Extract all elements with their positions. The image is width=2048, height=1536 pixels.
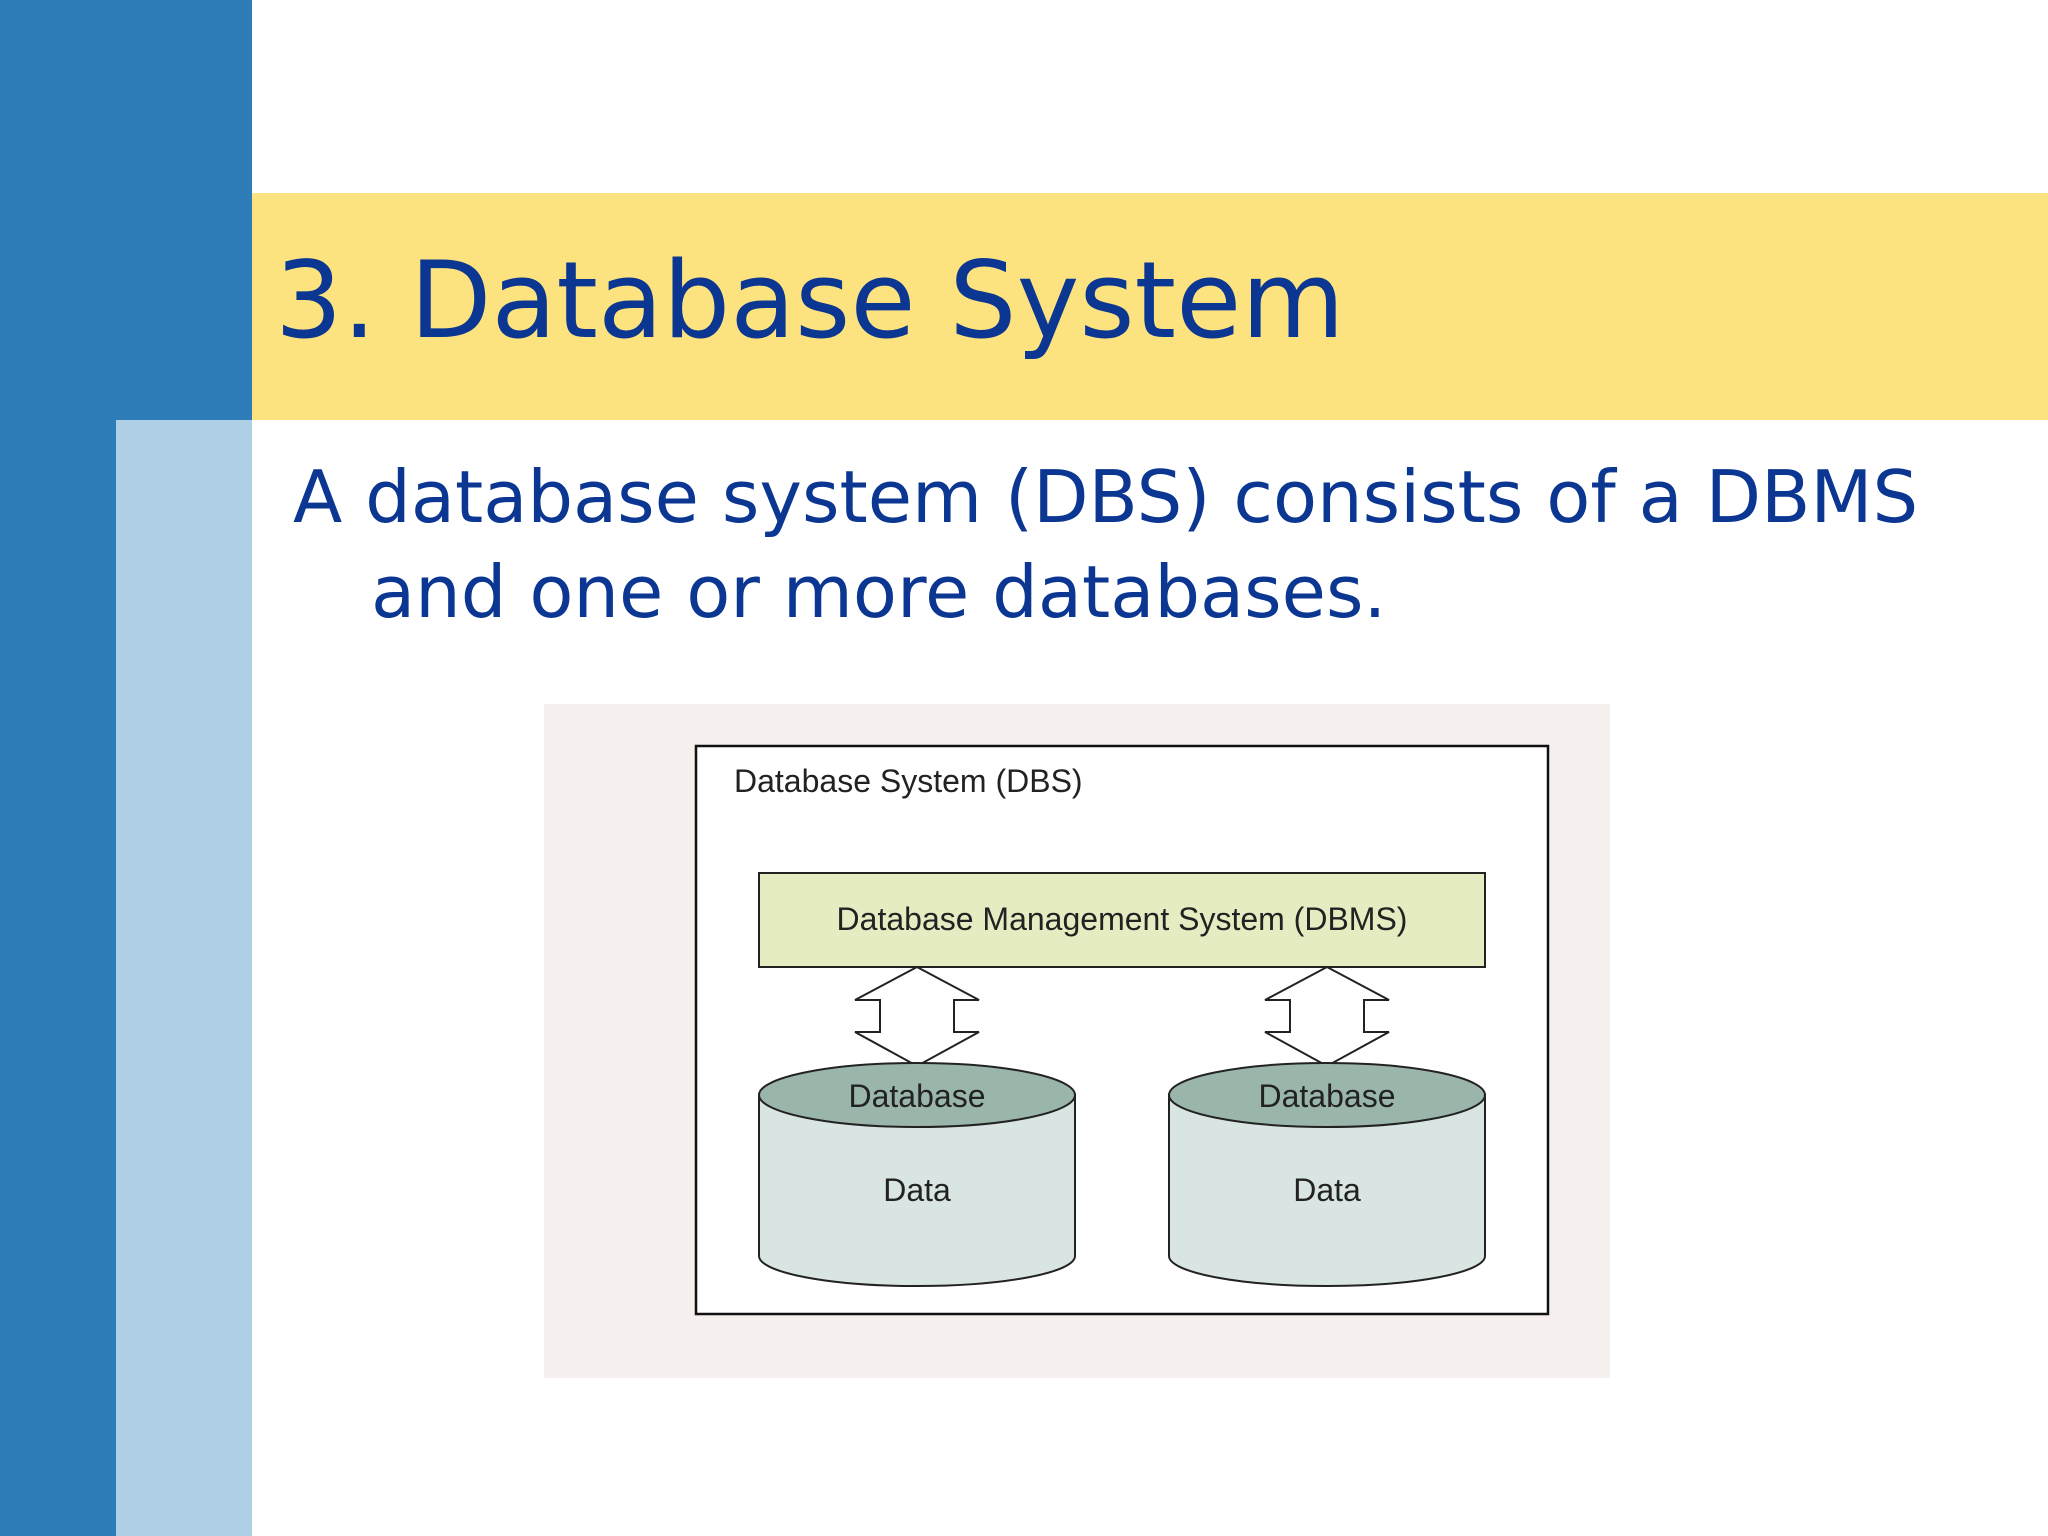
dbms-box <box>758 872 1486 968</box>
database-body <box>1168 1094 1486 1287</box>
body-line-2: and one or more databases. <box>371 550 1387 634</box>
body-line-1: A database system (DBS) consists of a DB… <box>293 455 1919 539</box>
database-data-label: Data <box>883 1172 951 1208</box>
title-band <box>252 193 2048 420</box>
database-header-label: Database <box>1259 1078 1396 1114</box>
dbms-label: Database Management System (DBMS) <box>837 901 1408 937</box>
dbs-outer-label: Database System (DBS) <box>734 763 1083 799</box>
sidebar-light-bar <box>116 420 252 1536</box>
database-body <box>758 1094 1076 1287</box>
database-cylinder-2: Database Data <box>1168 1062 1486 1287</box>
database-cylinder-1: Database Data <box>758 1062 1076 1287</box>
database-header-label: Database <box>849 1078 986 1114</box>
database-top <box>1168 1062 1486 1128</box>
database-top <box>758 1062 1076 1128</box>
slide-title: 3. Database System <box>275 239 1345 362</box>
slide-body: A database system (DBS) consists of a DB… <box>293 450 2013 640</box>
dbs-diagram: Database System (DBS) Database Managemen… <box>544 704 1610 1378</box>
database-data-label: Data <box>1293 1172 1361 1208</box>
